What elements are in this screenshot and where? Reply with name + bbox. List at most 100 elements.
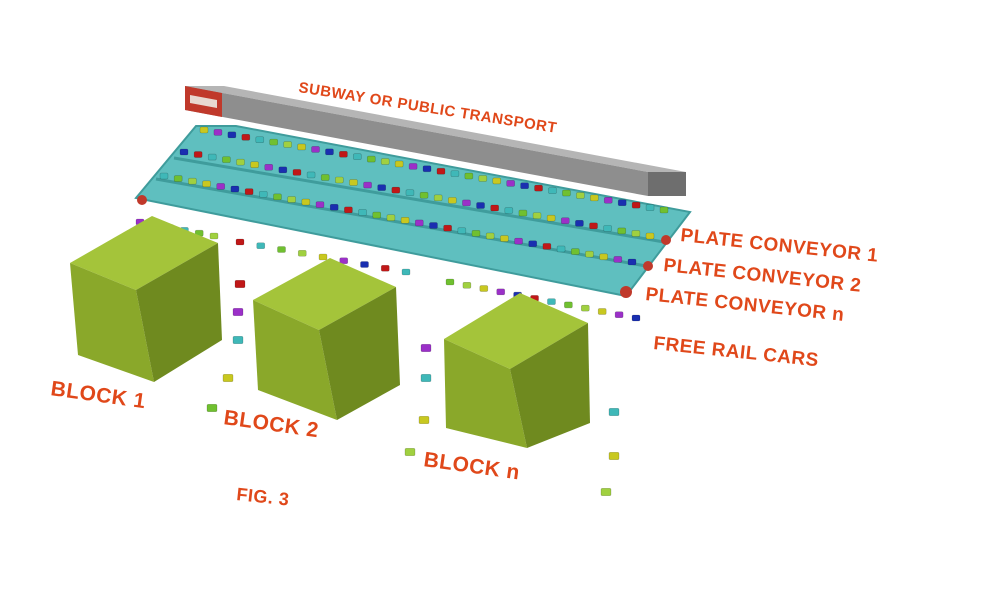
conveyor-divider-1 <box>173 156 665 244</box>
rail-car <box>617 199 627 207</box>
rail-car <box>556 245 566 253</box>
rail-car <box>547 298 556 305</box>
rail-car <box>405 189 415 197</box>
block-n-side <box>510 323 590 448</box>
rail-car <box>478 175 488 182</box>
rail-car <box>504 207 514 214</box>
rail-car <box>230 185 240 193</box>
rail-car <box>236 158 245 166</box>
rail-car <box>380 264 390 272</box>
rail-car <box>645 232 655 240</box>
rail-car <box>631 314 641 322</box>
rail-car <box>542 243 552 250</box>
rail-car <box>386 214 396 221</box>
rail-car <box>202 180 211 188</box>
rail-car <box>532 212 542 219</box>
rail-car <box>244 188 254 195</box>
rail-car <box>462 281 472 289</box>
rail-car <box>292 169 302 176</box>
rail-car <box>585 250 594 258</box>
block-1-top <box>70 216 218 290</box>
block-1-side <box>136 243 222 382</box>
rail-car <box>457 227 467 235</box>
rail-car <box>207 153 217 161</box>
rail-car <box>206 403 218 413</box>
rail-car <box>433 194 443 202</box>
rail-car <box>193 151 203 158</box>
rail-car <box>372 211 382 219</box>
rail-car <box>349 179 358 186</box>
rail-car <box>222 373 234 383</box>
rail-car <box>471 230 481 237</box>
rail-car <box>258 190 268 198</box>
rail-car <box>408 163 418 170</box>
rail-car <box>222 156 231 163</box>
rail-car <box>318 253 328 261</box>
rail-car <box>273 193 282 201</box>
rail-car <box>173 175 183 182</box>
rail-car <box>360 261 369 268</box>
rail-car <box>600 487 612 497</box>
rail-car <box>418 415 430 425</box>
rail-car <box>315 201 325 208</box>
rail-car <box>199 126 209 134</box>
rail-car <box>506 180 515 187</box>
rail-car <box>404 447 416 457</box>
rail-car <box>391 186 401 194</box>
rail-car <box>608 407 620 417</box>
rail-car <box>339 257 349 265</box>
block-1 <box>70 216 222 382</box>
rail-car <box>209 232 219 240</box>
rail-car <box>548 187 557 194</box>
rail-car <box>283 141 292 148</box>
rail-car <box>250 161 259 169</box>
label-free-rail-cars: FREE RAIL CARS <box>652 333 819 371</box>
block-n <box>444 293 590 448</box>
label-block-n: BLOCK n <box>422 448 521 484</box>
rail-car <box>325 148 334 156</box>
rail-car <box>631 201 641 209</box>
rail-car <box>320 174 330 181</box>
block-n-front <box>444 339 527 448</box>
rail-car <box>297 143 306 151</box>
rail-car <box>377 184 386 191</box>
rail-car <box>476 202 485 209</box>
rail-car <box>235 238 245 246</box>
rail-car <box>514 237 523 245</box>
rail-car <box>414 219 424 227</box>
rail-car <box>241 133 251 141</box>
rail-car <box>627 258 637 266</box>
rail-car <box>339 150 348 158</box>
rail-car <box>645 204 655 211</box>
rail-car <box>496 288 506 296</box>
rail-car <box>234 279 246 289</box>
rail-car <box>436 167 446 175</box>
rail-car <box>419 191 429 199</box>
rail-car <box>188 177 197 185</box>
rail-car <box>335 176 344 184</box>
conveyor-n-roller <box>620 286 632 298</box>
rail-car <box>306 171 316 179</box>
subway-train <box>185 86 686 196</box>
block-2 <box>253 258 400 420</box>
label-block-1: BLOCK 1 <box>49 377 147 413</box>
rail-car <box>366 155 376 163</box>
subway-end-face <box>648 172 686 196</box>
rail-car <box>490 204 499 212</box>
rail-car <box>401 268 411 276</box>
rail-car <box>589 222 598 230</box>
conveyor-1-roller <box>661 235 671 245</box>
rail-car <box>450 170 460 177</box>
rail-car <box>500 235 509 242</box>
rail-car <box>528 240 538 248</box>
block-2-front <box>253 300 337 420</box>
rail-car <box>534 184 543 192</box>
rail-car <box>269 138 278 146</box>
rail-car <box>358 209 367 216</box>
block-n-top <box>444 293 588 369</box>
rail-car <box>485 232 495 240</box>
rail-car <box>232 307 244 317</box>
rail-car <box>445 278 455 286</box>
rail-car <box>255 136 265 143</box>
